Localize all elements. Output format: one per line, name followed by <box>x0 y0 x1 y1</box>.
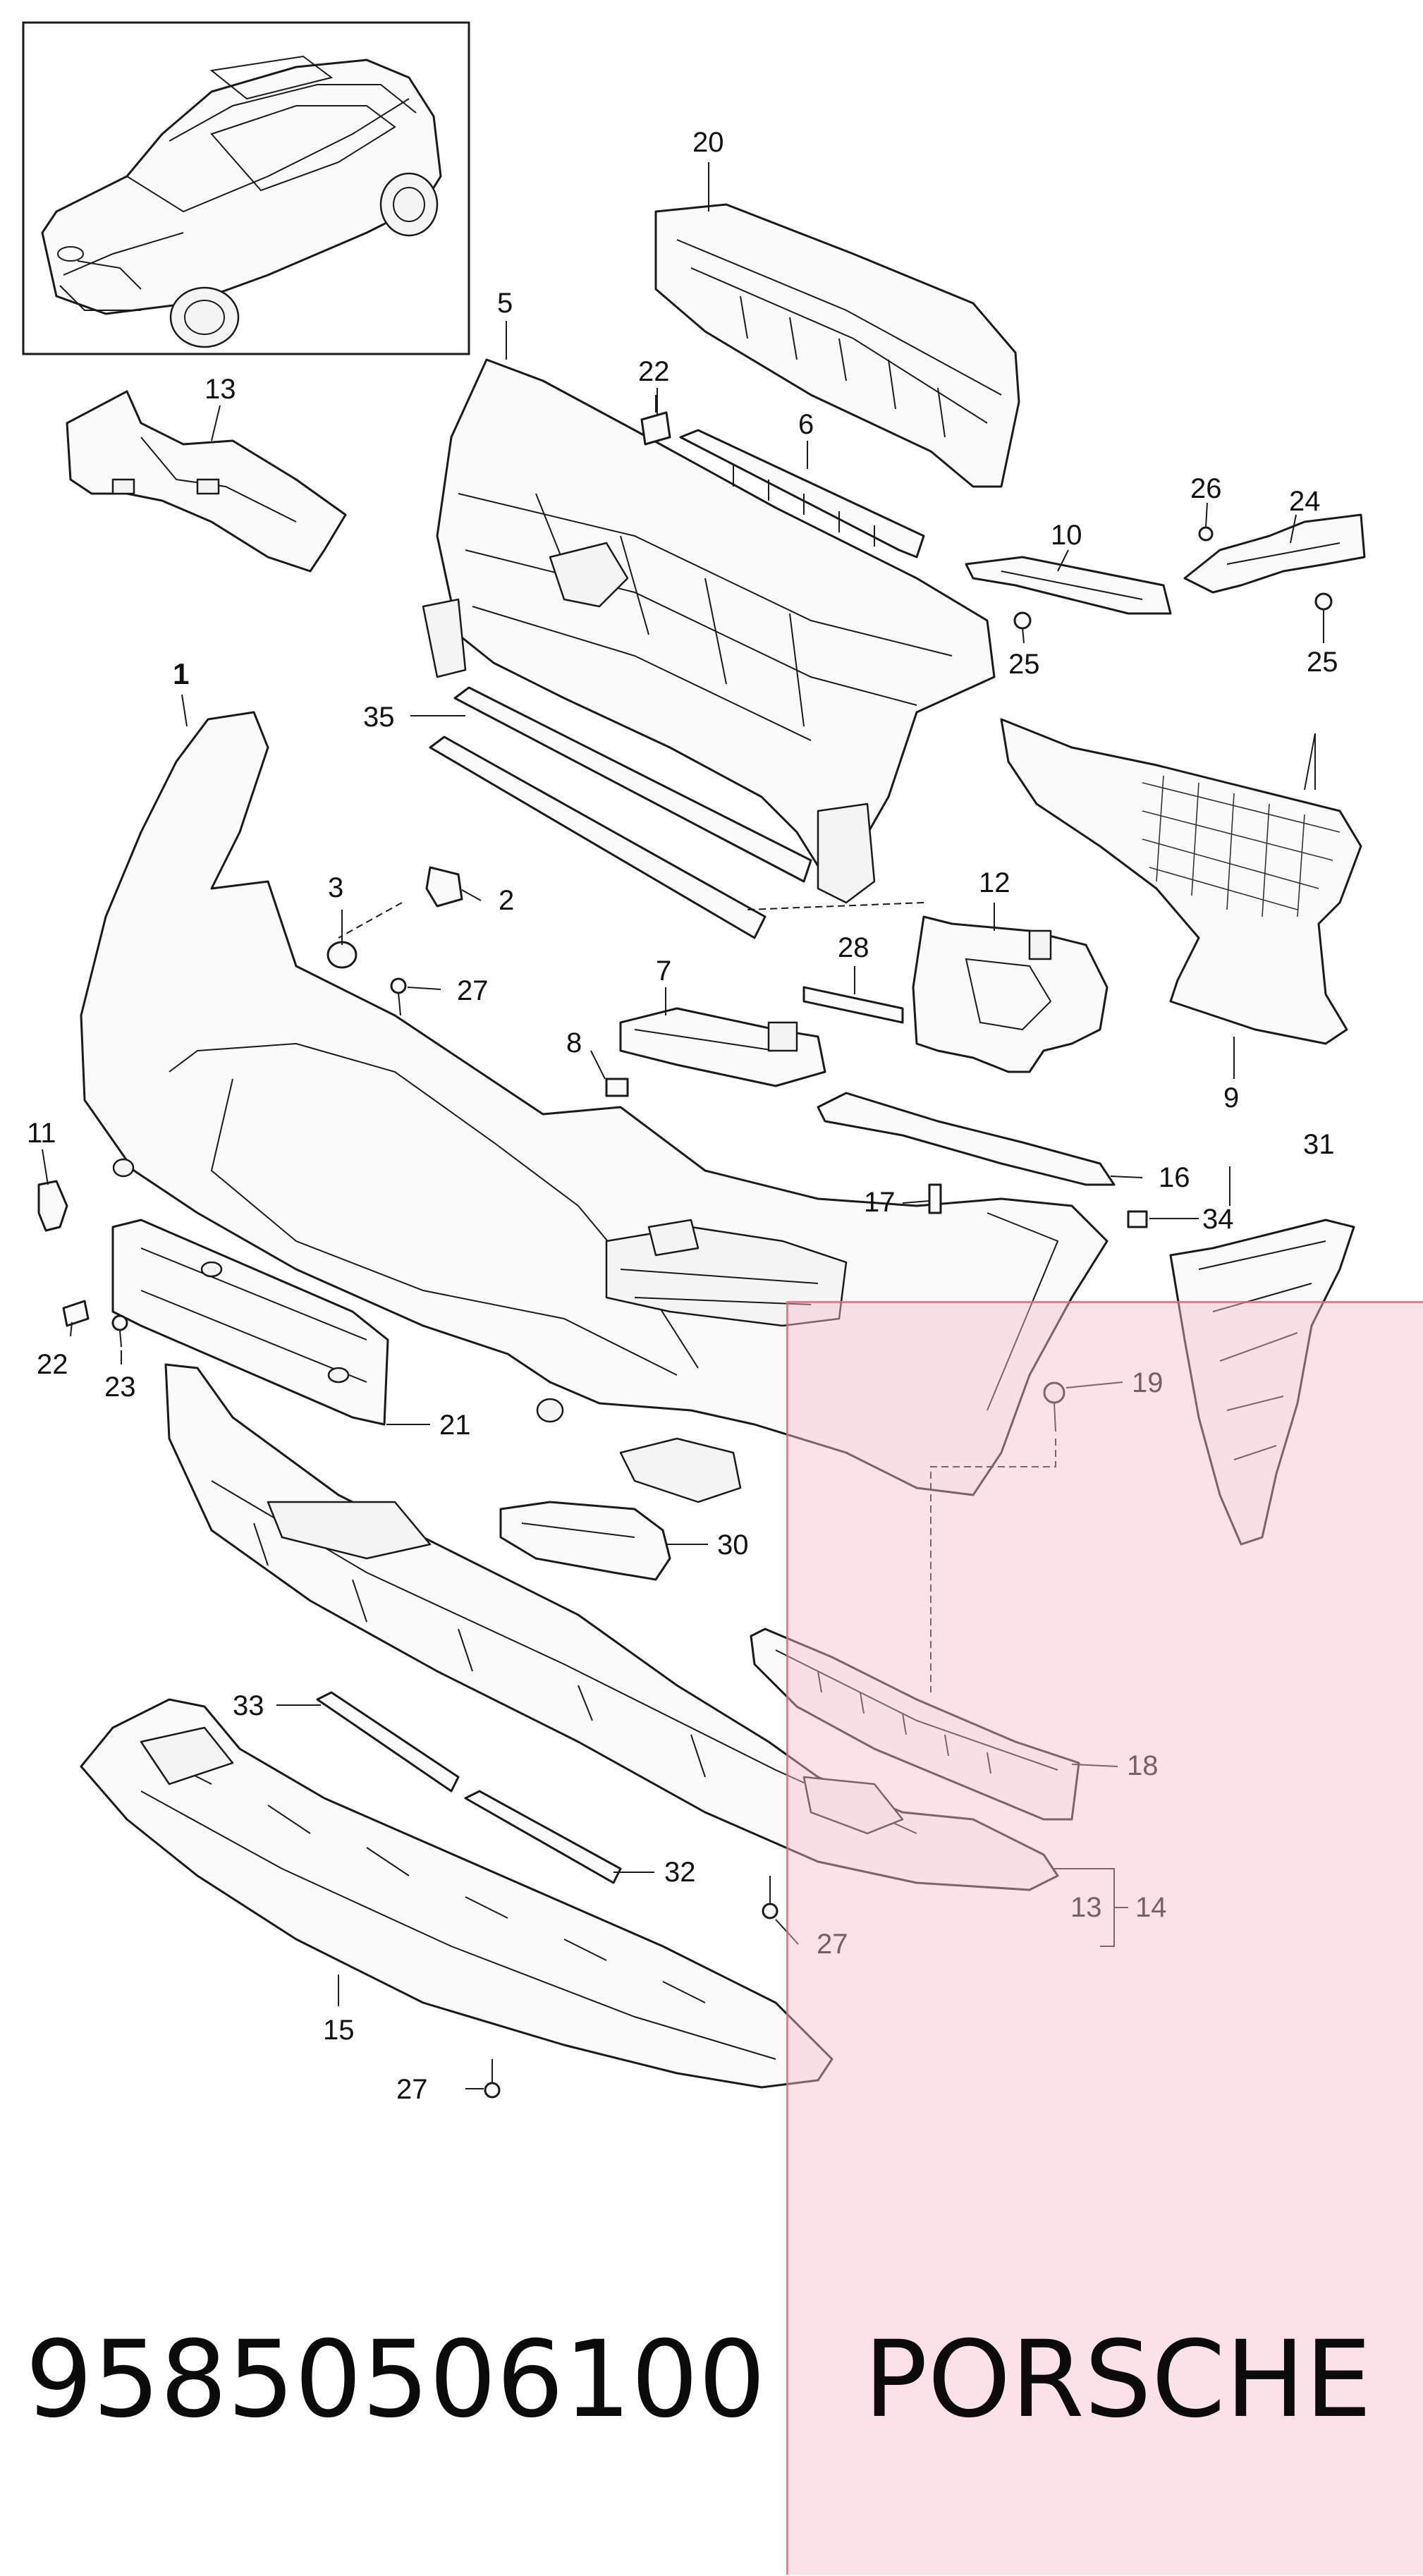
part-16-trim <box>817 1092 1116 1186</box>
part-33-strip <box>316 1691 460 1793</box>
callout-10: 10 <box>1051 520 1082 551</box>
callout-20: 20 <box>692 127 724 158</box>
part-5-carrier <box>422 358 996 904</box>
part-15-undertray <box>80 1698 833 2089</box>
part-23-screw <box>111 1314 128 1348</box>
callout-1: 1 <box>173 657 189 690</box>
callout-35: 35 <box>363 702 395 733</box>
callout-25-right: 25 <box>1307 647 1338 678</box>
highlight-overlay <box>786 1301 1423 2575</box>
part-11-cap <box>37 1180 68 1232</box>
part-27-screw-mid <box>762 1876 778 1919</box>
part-27-screw-upper <box>390 977 407 1016</box>
part-number-label: 95850506100 <box>25 2319 766 2441</box>
callout-2: 2 <box>499 885 514 916</box>
part-22-bolt-upper <box>640 395 671 446</box>
callout-19: 19 <box>1132 1367 1164 1398</box>
part-27-screw-lower <box>484 2059 501 2099</box>
callout-13-lower: 13 <box>1070 1892 1102 1923</box>
vehicle-illustration <box>41 55 442 348</box>
leader-lines <box>42 162 1324 2089</box>
part-2-sensor <box>425 866 463 908</box>
callout-9: 9 <box>1223 1082 1239 1113</box>
callout-17: 17 <box>864 1187 896 1218</box>
part-12-duct <box>912 915 1109 1073</box>
part-18-trim <box>750 1628 1080 1821</box>
callout-3: 3 <box>328 872 343 903</box>
brand-label: PORSCHE <box>864 2319 1372 2441</box>
part-20-absorber <box>654 203 1020 488</box>
callout-14: 14 <box>1135 1892 1167 1923</box>
part-34-clip <box>1127 1210 1148 1228</box>
part-30-fog-frame <box>499 1501 671 1581</box>
part-10-bracket <box>965 556 1172 615</box>
assembly-dashed-lines <box>338 902 1056 1692</box>
callout-5: 5 <box>497 288 513 319</box>
callout-26: 26 <box>1190 473 1222 504</box>
part-25-screw-left <box>1013 611 1032 630</box>
part-7-bracket <box>619 1007 826 1087</box>
part-8-clip <box>605 1078 629 1097</box>
part-19-screw <box>1043 1381 1065 1432</box>
callout-22-upper: 22 <box>638 356 670 387</box>
callout-18: 18 <box>1127 1750 1159 1781</box>
part-28-strip <box>802 986 904 1024</box>
part-26-clip <box>1198 526 1214 542</box>
callout-22-lower: 22 <box>37 1349 68 1380</box>
callout-27-upper: 27 <box>457 975 489 1006</box>
callout-7: 7 <box>656 956 671 987</box>
callout-6: 6 <box>798 409 814 440</box>
callout-33: 33 <box>233 1690 264 1721</box>
callout-27-mid: 27 <box>817 1929 848 1960</box>
callout-21: 21 <box>439 1410 471 1441</box>
callout-labels: 20 5 22 6 13 10 26 24 25 25 35 1 12 28 7… <box>27 127 1338 2105</box>
part-24-bracket <box>1183 513 1366 594</box>
part-6-bracket <box>679 429 925 558</box>
part-1-bumper-cover <box>80 711 1109 1503</box>
part-14-spoiler <box>164 1363 1059 1891</box>
callout-25-left: 25 <box>1008 649 1040 680</box>
callout-11: 11 <box>27 1118 56 1149</box>
callout-31: 31 <box>1303 1129 1335 1160</box>
callout-24: 24 <box>1289 486 1321 517</box>
callout-32: 32 <box>664 1857 696 1888</box>
callout-30: 30 <box>717 1530 749 1561</box>
part-9-grille <box>1000 718 1362 1045</box>
part-17-pin <box>928 1183 942 1214</box>
callout-12: 12 <box>979 867 1010 898</box>
vehicle-inset-box <box>22 21 470 355</box>
callout-34: 34 <box>1202 1204 1234 1235</box>
callout-28: 28 <box>838 932 869 963</box>
part-25-screw-right <box>1314 592 1333 611</box>
part-13-bracket-upper <box>66 390 347 573</box>
callout-23: 23 <box>104 1372 136 1403</box>
callout-15: 15 <box>323 2015 355 2046</box>
part-3-grommet <box>326 941 358 969</box>
part-35-strip <box>429 686 812 939</box>
callout-8: 8 <box>566 1027 582 1058</box>
callout-16: 16 <box>1159 1162 1190 1193</box>
part-22-bolt-lower <box>62 1300 90 1327</box>
part-32-strip <box>464 1790 622 1884</box>
callout-27-lower: 27 <box>396 2074 428 2105</box>
callout-13-upper: 13 <box>204 374 236 405</box>
